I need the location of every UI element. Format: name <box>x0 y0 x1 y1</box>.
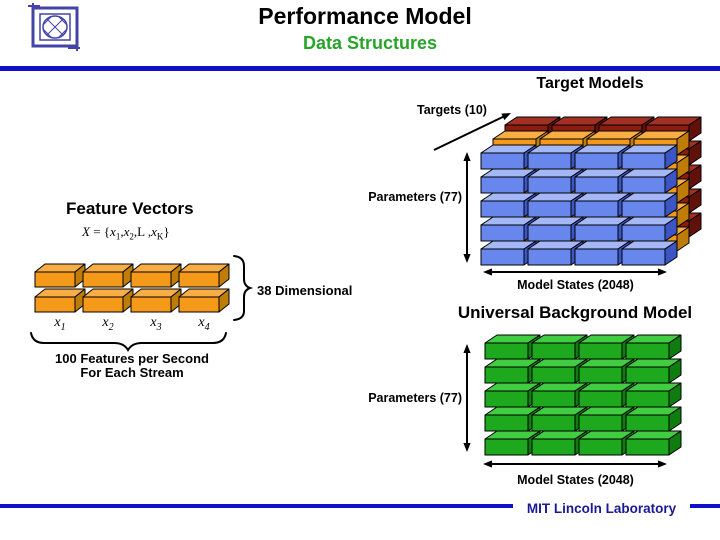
features-rate-line2: For Each Stream <box>80 365 184 380</box>
header-rule <box>0 66 720 71</box>
axis-label-x3: x3 <box>150 315 162 333</box>
dimension-brace <box>233 255 254 321</box>
ubm-heading: Universal Background Model <box>457 303 693 322</box>
ubm-model-states-label: Model States (2048) <box>517 473 634 487</box>
slide-title: Performance Model <box>258 3 472 29</box>
slide-subtitle: Data Structures <box>302 33 438 53</box>
target-models-heading: Target Models <box>536 75 644 92</box>
targets-count-label: Targets (10) <box>417 103 487 117</box>
target-models-stack <box>480 116 702 266</box>
target-parameters-label: Parameters (77) <box>368 190 462 204</box>
targets-depth-arrow <box>433 113 511 151</box>
axis-label-x2: x2 <box>102 315 114 333</box>
target-model-states-label: Model States (2048) <box>517 278 634 292</box>
footer-laboratory-name: MIT Lincoln Laboratory <box>526 501 677 516</box>
axis-label-x1: x1 <box>54 315 66 333</box>
feature-vectors-heading: Feature Vectors <box>66 199 194 218</box>
target-model-states-arrow <box>483 268 667 276</box>
target-parameters-arrow <box>463 152 471 263</box>
feature-formula: X = {x1,x2,L ,xK} <box>82 224 170 242</box>
ubm-parameters-arrow <box>463 344 471 452</box>
footer-rule-left <box>0 504 513 508</box>
mit-lincoln-laboratory-logo <box>28 3 80 51</box>
feature-vectors-stack <box>34 263 230 313</box>
ubm-stack <box>484 334 682 456</box>
features-rate-line1: 100 Features per Second <box>55 351 209 366</box>
features-brace <box>30 332 227 353</box>
ubm-model-states-arrow <box>483 460 667 468</box>
dimension-label: 38 Dimensional <box>257 283 353 298</box>
axis-label-x4: x4 <box>198 315 210 333</box>
ubm-parameters-label: Parameters (77) <box>368 391 462 405</box>
footer-rule-right <box>690 504 720 508</box>
